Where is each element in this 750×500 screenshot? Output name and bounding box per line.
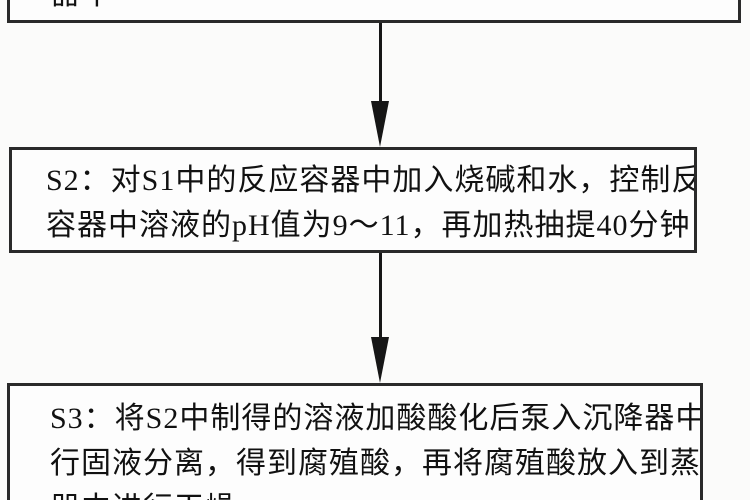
flow-box-step-s2: S2：对S1中的反应容器中加入烧碱和水，控制反应 容器中溶液的pH值为9～11，…: [9, 147, 697, 253]
arrow-s2-to-s3-shaft: [379, 253, 382, 343]
flow-box-s2-text-line-2: 容器中溶液的pH值为9～11，再加热抽提40分钟: [46, 209, 691, 242]
flow-box-s3-text-line-1: S3：将S2中制得的溶液加酸酸化后泵入沉降器中进: [50, 402, 703, 435]
flow-box-s2-text-line-1: S2：对S1中的反应容器中加入烧碱和水，控制反应: [46, 164, 697, 197]
flow-box-s3-text-line-2: 行固液分离，得到腐殖酸，再将腐殖酸放入到蒸发: [50, 447, 703, 480]
flow-box-s3-text-line-3: 器中进行干燥: [50, 486, 686, 500]
flow-box-step-s3: S3：将S2中制得的溶液加酸酸化后泵入沉降器中进 行固液分离，得到腐殖酸，再将腐…: [7, 383, 703, 500]
arrow-s1-to-s2-arrowhead-icon: [371, 101, 389, 147]
flow-box-s1-partial-text: 器中: [50, 0, 114, 10]
arrow-s2-to-s3-arrowhead-icon: [371, 337, 389, 383]
flow-box-step-s1: 器中: [7, 0, 741, 23]
arrow-s1-to-s2-shaft: [379, 23, 382, 108]
